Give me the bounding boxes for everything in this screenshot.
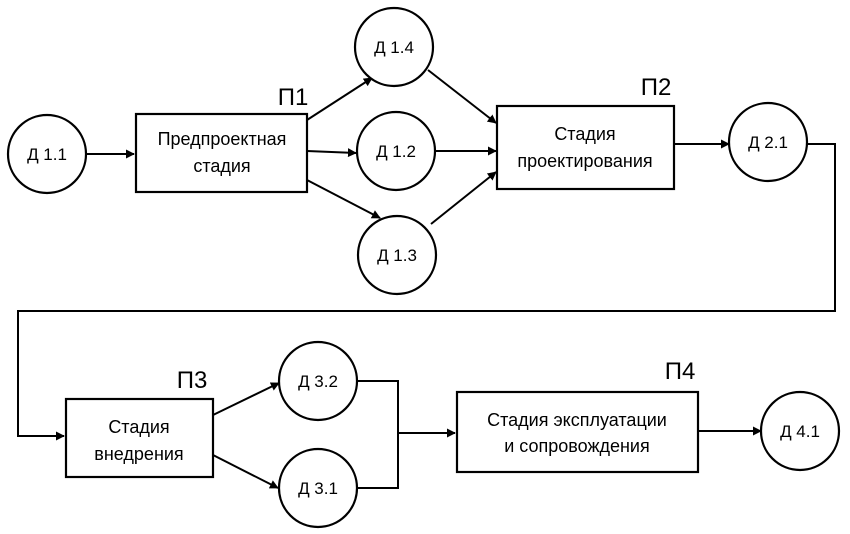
edge-p1-d14 xyxy=(306,77,373,121)
stage-p1-box xyxy=(134,112,309,194)
stage-p3-line1: Стадия xyxy=(108,417,169,437)
stage-p4-line1: Стадия эксплуатации xyxy=(487,410,667,430)
doc-d14-label: Д 1.4 xyxy=(374,38,414,57)
doc-d11: Д 1.1 xyxy=(6,113,88,195)
doc-d21: Д 2.1 xyxy=(727,101,809,183)
edge-d13-p2 xyxy=(430,171,497,225)
doc-d12-label: Д 1.2 xyxy=(376,142,416,161)
stage-p2-line2: проектирования xyxy=(517,151,652,171)
doc-d21-circle xyxy=(727,101,809,183)
stage-p4-box xyxy=(455,390,700,474)
stage-p3-tag: П3 xyxy=(177,367,208,394)
edge-d32-p4 xyxy=(357,380,456,438)
doc-d32: Д 3.2 xyxy=(277,340,359,422)
doc-d13: Д 1.3 xyxy=(356,214,438,296)
edge-p1-d13 xyxy=(306,179,381,219)
doc-d31-circle xyxy=(277,447,359,529)
stage-p4: Стадия эксплуатации и сопровождения П4 xyxy=(455,358,700,474)
stage-p1-tag: П1 xyxy=(278,84,309,111)
doc-d32-label: Д 3.2 xyxy=(298,372,338,391)
stage-p3-line2: внедрения xyxy=(94,444,183,464)
connectors xyxy=(17,69,836,489)
edge-p3-d32 xyxy=(212,382,280,416)
doc-d14: Д 1.4 xyxy=(353,6,435,88)
stage-p2: Стадия проектирования П2 xyxy=(495,74,676,191)
stage-p4-line2: и сопровождения xyxy=(504,436,650,456)
stage-p2-box xyxy=(495,104,676,191)
doc-d21-label: Д 2.1 xyxy=(748,133,788,152)
edge-d14-p2 xyxy=(427,69,497,124)
doc-d11-circle xyxy=(6,113,88,195)
edge-p3-d31 xyxy=(212,454,279,489)
stage-p3-box xyxy=(64,397,215,479)
edge-d31-p4 xyxy=(357,433,399,489)
doc-d31: Д 3.1 xyxy=(277,447,359,529)
doc-d14-circle xyxy=(353,6,435,88)
doc-d13-label: Д 1.3 xyxy=(377,246,417,265)
doc-d32-circle xyxy=(277,340,359,422)
edge-p1-d12 xyxy=(306,148,357,158)
stage-p1-line2: стадия xyxy=(193,156,250,176)
doc-d13-circle xyxy=(356,214,438,296)
doc-d41: Д 4.1 xyxy=(759,390,841,472)
stage-p2-tag: П2 xyxy=(641,74,672,101)
doc-d11-label: Д 1.1 xyxy=(27,145,67,164)
stage-p1-line1: Предпроектная xyxy=(158,129,287,149)
doc-d12-circle xyxy=(355,110,437,192)
doc-d41-circle xyxy=(759,390,841,472)
stage-p4-tag: П4 xyxy=(665,358,696,385)
stage-p3: Стадия внедрения П3 xyxy=(64,367,215,479)
doc-d12: Д 1.2 xyxy=(355,110,437,192)
doc-d31-label: Д 3.1 xyxy=(298,479,338,498)
doc-d41-label: Д 4.1 xyxy=(780,422,820,441)
stage-p2-line1: Стадия xyxy=(554,124,615,144)
edge-d21-p3 xyxy=(17,143,836,441)
stage-p1: Предпроектная стадия П1 xyxy=(134,84,309,194)
